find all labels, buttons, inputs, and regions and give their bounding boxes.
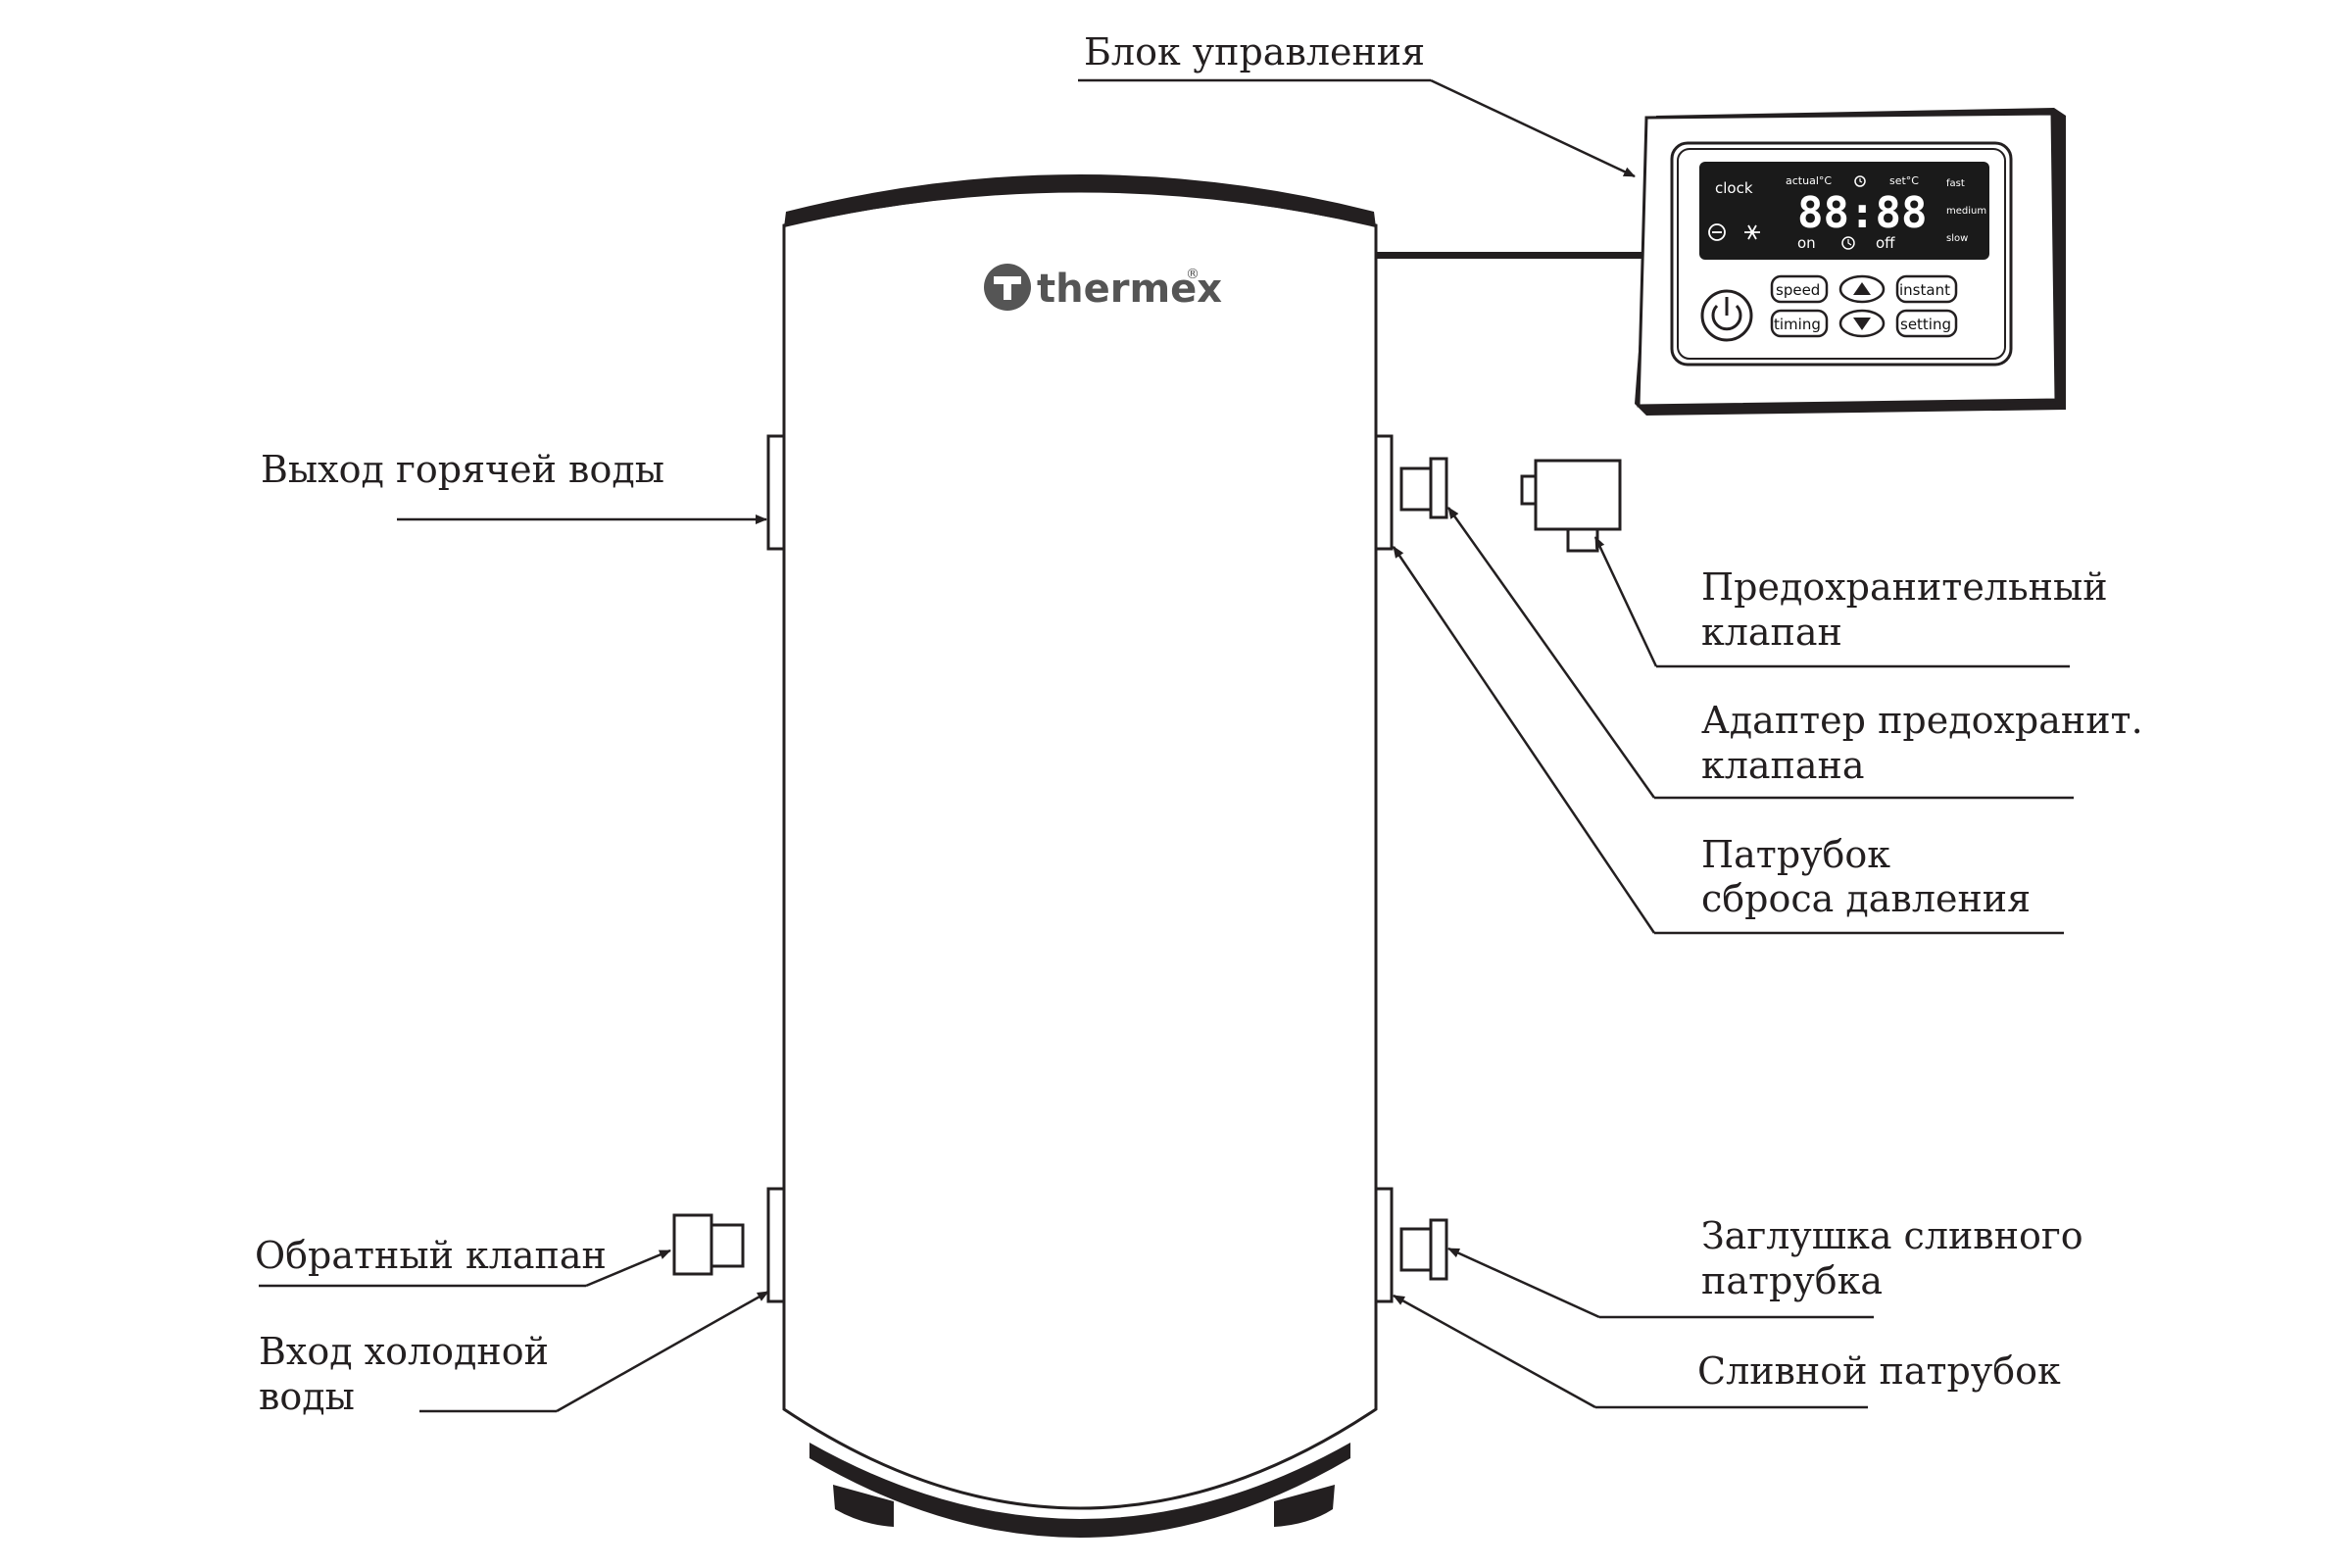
control-panel-screen	[1699, 162, 1989, 260]
drain-pipe-flange	[1374, 1187, 1394, 1303]
callout-drain-pipe: Сливной патрубок	[1393, 1294, 2061, 1409]
label-safety-valve-adapter-line2: клапана	[1701, 744, 1865, 787]
brand-logo: thermex ®	[984, 264, 1222, 312]
safety-valve	[1520, 459, 1622, 553]
clock-indicator: clock	[1715, 179, 1753, 197]
label-control-unit: Блок управления	[1084, 30, 1425, 74]
arrow-up-icon	[1853, 282, 1871, 295]
up-button[interactable]	[1838, 274, 1886, 304]
display-digits: 88:88	[1797, 188, 1927, 238]
setting-button[interactable]: setting	[1895, 309, 1958, 338]
check-valve	[672, 1213, 745, 1276]
power-button[interactable]	[1700, 289, 1753, 342]
tank-top-rim	[784, 174, 1376, 227]
label-hot-water-outlet: Выход горячей воды	[261, 448, 664, 491]
minus-circle-icon	[1708, 223, 1726, 241]
control-cable	[1376, 252, 1646, 259]
label-drain-plug-line1: Заглушка сливного	[1701, 1214, 2083, 1257]
slow-indicator: slow	[1946, 233, 1968, 244]
callout-cold-water-inlet: Вход холодной воды	[259, 1290, 769, 1418]
tank-body	[782, 189, 1378, 1510]
label-cold-water-inlet-line2: воды	[259, 1375, 355, 1418]
label-safety-valve-line1: Предохранительный	[1701, 565, 2108, 609]
label-check-valve: Обратный клапан	[255, 1234, 607, 1277]
tank-bottom-band	[809, 1443, 1350, 1538]
cold-water-inlet-flange	[766, 1187, 786, 1303]
control-panel: clock actual°C set°C fast medium slow 88…	[1635, 108, 2066, 416]
tank-foot-right	[1274, 1485, 1335, 1527]
medium-indicator: medium	[1946, 206, 1986, 217]
label-drain-pipe: Сливной патрубок	[1697, 1349, 2061, 1393]
brand-name: thermex	[1037, 267, 1222, 312]
speed-button-label: speed	[1776, 281, 1820, 299]
heater-icon	[1744, 224, 1760, 240]
tank-foot-left	[833, 1485, 894, 1527]
setting-button-label: setting	[1900, 316, 1951, 333]
label-pressure-relief-pipe-line1: Патрубок	[1701, 833, 1890, 876]
actual-temp-indicator: actual°C	[1786, 174, 1832, 187]
pressure-relief-pipe-flange	[1374, 434, 1394, 551]
instant-button-label: instant	[1899, 281, 1950, 299]
callout-hot-water-outlet: Выход горячей воды	[261, 448, 767, 524]
safety-valve-adapter	[1399, 457, 1448, 519]
drain-plug	[1399, 1218, 1448, 1281]
callout-control-unit: Блок управления	[1078, 30, 1636, 178]
tank: thermex ®	[782, 174, 1378, 1538]
power-icon	[1711, 297, 1742, 331]
callout-check-valve: Обратный клапан	[255, 1234, 671, 1288]
hot-water-outlet-flange	[766, 434, 786, 551]
timer-icon	[1841, 236, 1855, 250]
timing-button[interactable]: timing	[1770, 309, 1829, 338]
label-safety-valve-adapter-line1: Адаптер предохранит.	[1701, 699, 2143, 742]
callout-pressure-relief-pipe: Патрубок сброса давления	[1392, 546, 2064, 935]
label-cold-water-inlet-line1: Вход холодной	[259, 1330, 549, 1373]
clock-icon	[1854, 175, 1866, 187]
down-button[interactable]	[1838, 309, 1886, 338]
label-drain-plug-line2: патрубка	[1701, 1259, 1883, 1302]
label-pressure-relief-pipe-line2: сброса давления	[1701, 877, 2031, 920]
callout-safety-valve: Предохранительный клапан	[1593, 536, 2108, 668]
label-safety-valve-line2: клапан	[1701, 611, 1842, 654]
timing-button-label: timing	[1774, 316, 1821, 333]
on-indicator: on	[1797, 234, 1816, 252]
fast-indicator: fast	[1946, 178, 1965, 189]
speed-button[interactable]: speed	[1770, 274, 1829, 304]
arrow-down-icon	[1853, 318, 1871, 330]
callout-drain-plug: Заглушка сливного патрубка	[1447, 1214, 2083, 1319]
brand-registered-mark: ®	[1186, 267, 1200, 282]
callout-safety-valve-adapter: Адаптер предохранит. клапана	[1446, 507, 2143, 800]
instant-button[interactable]: instant	[1895, 274, 1958, 304]
off-indicator: off	[1876, 234, 1895, 252]
set-temp-indicator: set°C	[1889, 174, 1919, 187]
